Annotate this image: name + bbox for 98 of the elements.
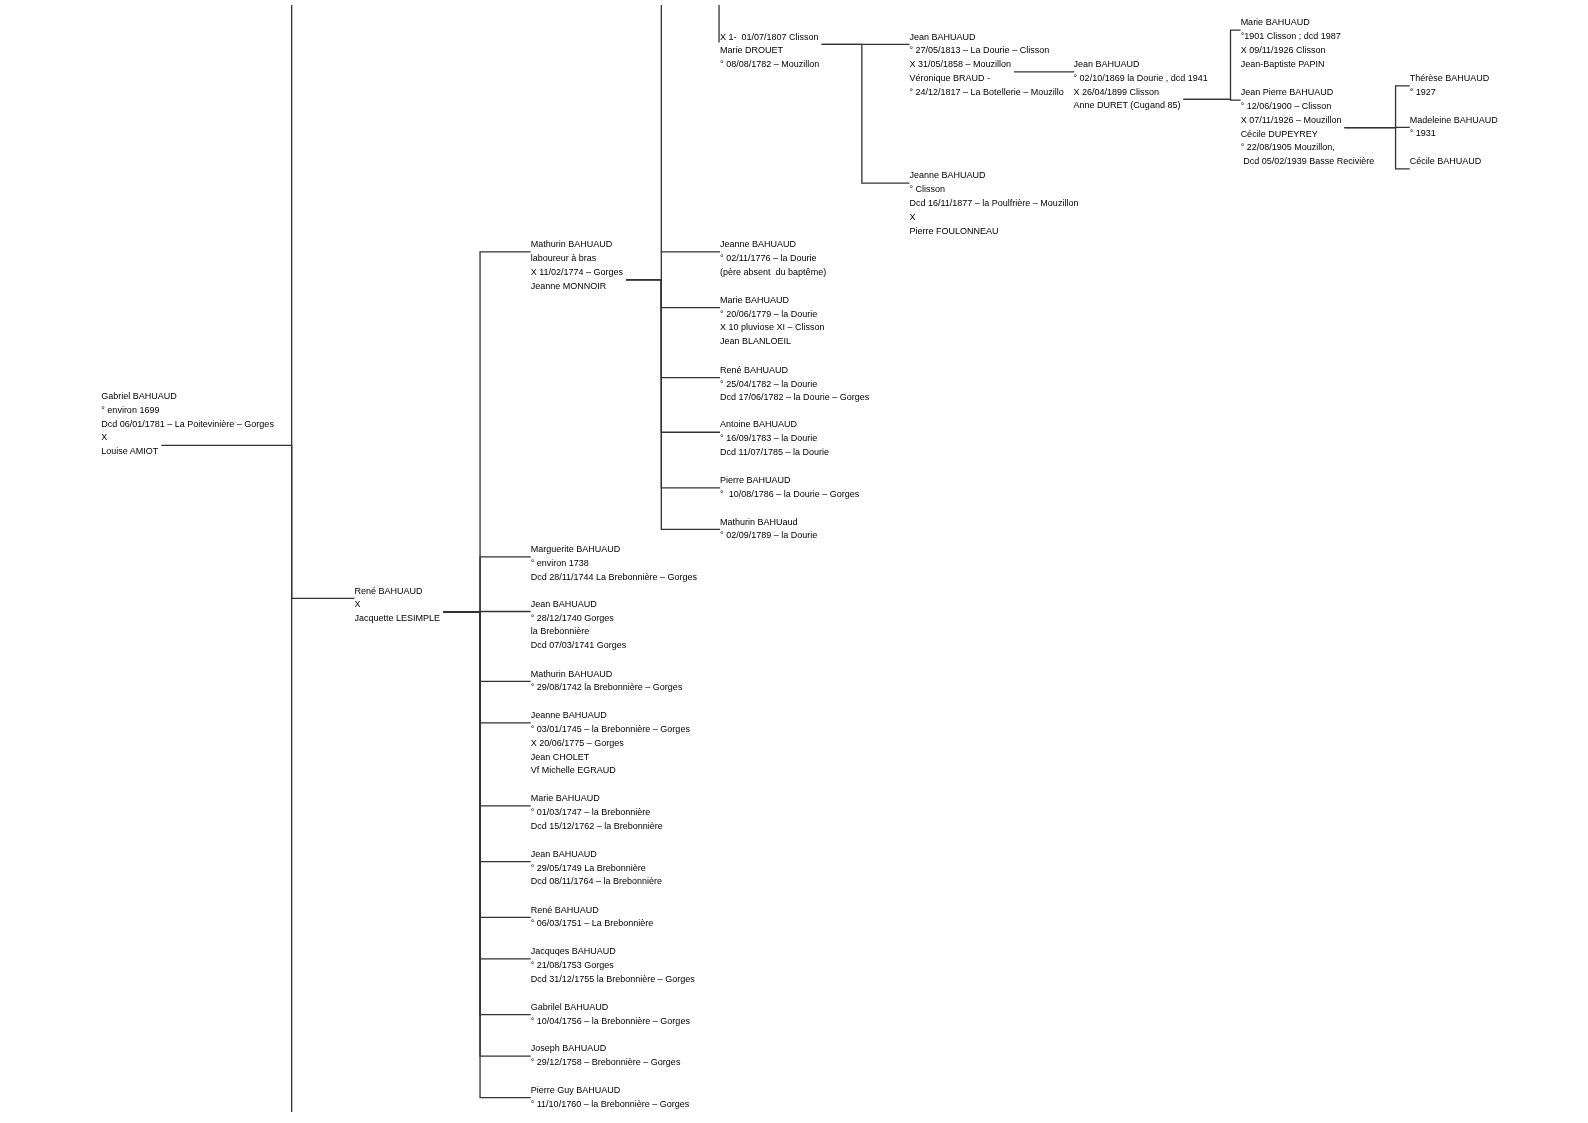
record-line: ° 11/10/1760 – la Brebonnière – Gorges [530,1097,690,1111]
record-line: X 20/06/1775 – Gorges [530,736,624,750]
record-line: X 07/11/1926 – Mouzillon [1240,113,1342,127]
record-line: Cécile DUPEYREY [1240,127,1318,141]
person-name: Jeanne BAHUAUD [530,709,607,723]
person-name: Jacquqes BAHUAUD [530,945,616,959]
person-name: Jean Pierre BAHUAUD [1240,86,1334,100]
record-line: ° 22/08/1905 Mouzillon, [1240,141,1335,155]
record-line: Dcd 28/11/1744 La Brebonnière – Gorges [530,570,698,584]
person-name: Jean BAHUAUD [909,30,976,44]
record-line: ° 28/12/1740 Gorges [530,611,614,625]
person-name: René BAHUAUD [354,584,423,598]
record-line: Dcd 15/12/1762 – la Brebonnière [530,819,663,833]
record-line: ° 20/06/1779 – la Dourie [720,307,818,321]
person-name: Jeanne BAHUAUD [720,238,797,252]
person-name: Mathurin BAHUaud [720,515,798,529]
record-line: X 11/02/1774 – Gorges [530,265,624,279]
person-name: Joseph BAHUAUD [530,1042,607,1056]
record-line: ° Clisson [909,183,946,197]
record-line: ° environ 1738 [530,556,589,570]
family-line [1343,127,1411,170]
record-line: Anne DURET (Cugand 85) [1073,99,1181,113]
record-line: ° 10/04/1756 – la Brebonnière – Gorges [530,1014,690,1028]
record-line: Véronique BRAUD - [909,71,990,85]
record-line: Dcd 16/11/1877 – la Poulfrière – Mouzillon [909,196,1079,210]
person-name: Jeanne BAHUAUD [909,169,986,183]
record-line: Louise AMIOT [101,445,159,459]
person-name: Gabriel BAHUAUD [101,390,177,404]
person-name: Jean BAHUAUD [530,597,597,611]
record-line: ° 29/05/1749 La Brebonnière [530,861,646,875]
record-line: ° 29/12/1758 – Brebonnière – Gorges [530,1056,681,1070]
person-name: Marguerite BAHUAUD [530,543,621,556]
person-name: Marie BAHUAUD [720,293,790,307]
record-line: la Brebonnière [530,625,590,639]
person-name: Pierre Guy BAHUAUD [530,1083,621,1097]
person-name: Cécile BAHUAUD [1409,155,1482,169]
record-line: ° 03/01/1745 – la Brebonnière – Gorges [530,722,690,736]
record-line: Marie DROUET [720,44,784,58]
record-line: Dcd 05/02/1939 Basse Recivière [1242,155,1375,169]
person-name: Marie BAHUAUD [530,792,600,806]
record-line: ° 12/06/1900 – Clisson [1240,100,1332,114]
record-line: X 31/05/1858 – Mouzillon [909,58,1012,72]
record-line: ° 1931 [1409,127,1436,141]
record-line: ° 02/09/1789 – la Dourie [720,529,818,543]
record-line: ° 01/03/1747 – la Brebonnière [530,805,651,819]
person-name: Mathurin BAHUAUD [530,667,613,681]
record-line: X [909,210,916,224]
record-line: Dcd 07/03/1741 Gorges [530,639,627,653]
record-line: X 10 pluviose XI – Clisson [720,321,825,335]
record-line: X 09/11/1926 Clisson [1240,44,1326,57]
family-line [821,43,911,184]
record-line: Jacquette LESIMPLE [354,612,440,626]
record-line: Vf Michelle EGRAUD [530,764,616,778]
record-line: Dcd 11/07/1785 – la Dourie [720,446,829,460]
family-line [625,278,721,531]
record-line: ° 27/05/1813 – La Dourie – Clisson [909,44,1050,58]
person-name: Antoine BAHUAUD [720,418,798,432]
person-name: René BAHUAUD [530,903,599,917]
family-line [1013,71,1075,73]
record-line: ° 06/03/1751 – La Brebonnière [530,917,654,931]
person-name: X 1- 01/07/1807 Clisson [720,30,819,44]
record-line: ° 25/04/1782 – la Dourie [720,377,818,391]
record-line: Jeanne MONNOIR [530,279,607,293]
person-name: Thérèse BAHUAUD [1409,72,1490,86]
record-line: °1901 Clisson ; dcd 1987 [1240,30,1341,44]
record-line: ° 21/08/1753 Gorges [530,958,614,972]
record-line: Pierre FOULONNEAU [909,224,999,238]
person-name: Marie BAHUAUD [1240,16,1310,30]
record-line: ° environ 1699 [101,403,160,417]
record-line: laboureur à bras [530,251,597,265]
record-line: Jean CHOLET [530,750,590,764]
person-name: Madeleine BAHUAUD [1409,113,1498,127]
record-line: (père absent du baptême) [720,265,827,279]
record-line: ° 10/08/1786 – la Dourie – Gorges [720,487,860,501]
person-name: Jean BAHUAUD [1073,57,1140,71]
family-line [160,444,356,599]
person-name: Gabrilel BAHUAUD [530,1000,609,1014]
record-line: Jean-Baptiste PAPIN [1240,57,1325,71]
record-line: Dcd 31/12/1755 la Brebonnière – Gorges [530,972,695,986]
record-line: X [101,431,108,445]
record-line: Dcd 08/11/1764 – la Brebonnière [530,875,663,889]
record-line: ° 29/08/1742 la Brebonnière – Gorges [530,681,683,695]
person-name: Pierre BAHUAUD [720,474,791,488]
record-line: Jean BLANLOEIL [720,335,792,349]
record-line: ° 08/08/1782 – Mouzillon [720,58,820,72]
record-line: Dcd 06/01/1781 – La Poitevinière – Gorges [101,417,274,431]
person-name: Mathurin BAHUAUD [530,238,613,252]
record-line: ° 16/09/1783 – la Dourie [720,432,818,446]
record-line: ° 02/10/1869 la Dourie , dcd 1941 [1073,71,1208,85]
record-line: ° 24/12/1817 – La Botellerie – Mouzillo [909,85,1064,99]
record-line: Dcd 17/06/1782 – la Dourie – Gorges [720,391,870,405]
person-name: René BAHUAUD [720,363,789,377]
record-line: ° 02/11/1776 – la Dourie [720,251,817,265]
record-line: ° 1927 [1409,85,1436,99]
person-name: Jean BAHUAUD [530,847,597,861]
record-line: X [354,598,361,612]
record-line: X 26/04/1899 Clisson [1073,85,1160,99]
family-line [1182,98,1242,101]
